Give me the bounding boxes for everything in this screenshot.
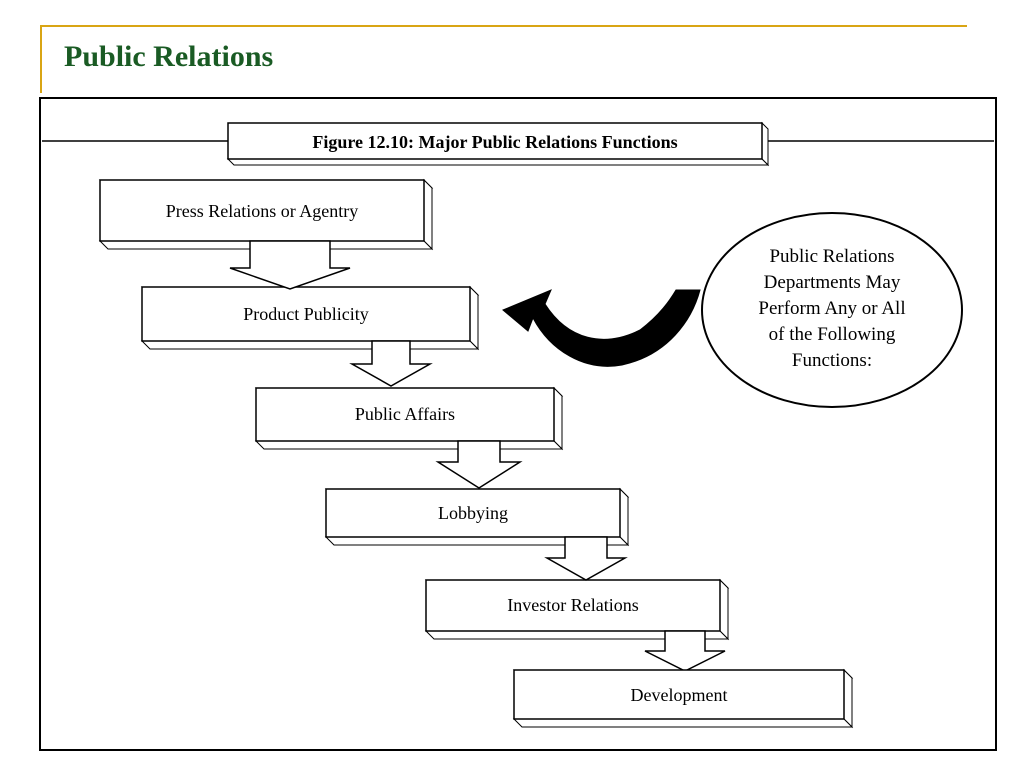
- callout-text: Public Relations Departments May Perform…: [758, 246, 905, 371]
- step-label-public-affairs: Public Affairs: [355, 404, 455, 424]
- caption-box: Figure 12.10: Major Public Relations Fun…: [226, 121, 770, 167]
- flow-arrow-down: [435, 440, 523, 489]
- flow-arrow-down: [349, 340, 433, 387]
- flow-arrow-down: [229, 240, 351, 290]
- slide-title: Public Relations: [64, 40, 274, 73]
- flow-arrow-down: [644, 630, 726, 672]
- flow-arrow-down: [544, 536, 628, 581]
- flow-step: Public Affairs: [254, 386, 564, 451]
- step-label-press-relations: Press Relations or Agentry: [166, 201, 358, 221]
- flow-step: Product Publicity: [140, 285, 480, 351]
- callout-line: Departments May: [764, 272, 901, 293]
- callout-line: of the Following: [769, 324, 896, 345]
- callout-line: Public Relations: [769, 246, 894, 267]
- callout-line: Perform Any or All: [758, 298, 905, 319]
- step-label-development: Development: [631, 685, 728, 705]
- flow-step: Lobbying: [324, 487, 630, 547]
- flow-step: Press Relations or Agentry: [98, 178, 434, 251]
- callout-ellipse: [701, 212, 963, 408]
- flow-step: Development: [512, 668, 854, 729]
- curved-arrow-icon: [502, 289, 701, 367]
- figure-caption: Figure 12.10: Major Public Relations Fun…: [312, 132, 677, 152]
- step-label-lobbying: Lobbying: [438, 503, 508, 523]
- top-accent-rule: [40, 25, 967, 27]
- flow-step: Investor Relations: [424, 578, 730, 641]
- step-label-product-publicity: Product Publicity: [243, 304, 369, 324]
- step-label-investor-relations: Investor Relations: [507, 595, 638, 615]
- callout-line: Functions:: [792, 350, 872, 371]
- left-accent-rule: [40, 25, 42, 93]
